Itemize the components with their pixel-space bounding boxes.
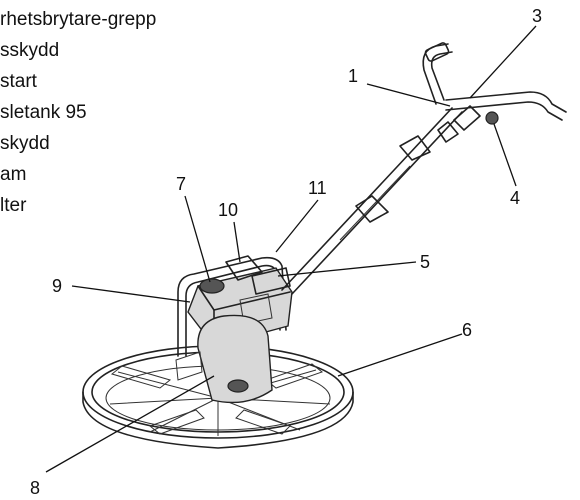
leader-lines — [45, 25, 537, 473]
legend-line-4: sletank 95 — [0, 102, 87, 123]
callout-11: 11 — [308, 178, 327, 198]
callout-1: 1 — [348, 66, 358, 86]
callout-5: 5 — [420, 252, 430, 272]
callout-3: 3 — [532, 6, 542, 26]
legend-line-1: rhetsbrytare-grepp — [0, 9, 157, 30]
handle-assembly — [281, 42, 567, 295]
legend-line-6: am — [0, 164, 27, 185]
callout-9: 9 — [52, 276, 62, 296]
legend-line-3: start — [0, 71, 37, 92]
callout-7: 7 — [176, 174, 186, 194]
callout-6: 6 — [462, 320, 472, 340]
callout-10: 10 — [218, 200, 238, 220]
legend-line-2: sskydd — [0, 40, 60, 61]
parts-legend: rhetsbrytare-grepp sskydd start sletank … — [0, 0, 240, 240]
throttle-knob-icon — [485, 111, 499, 125]
gearbox-housing — [175, 314, 273, 404]
pitch-control-icon — [355, 195, 389, 223]
callout-4: 4 — [510, 188, 520, 208]
legend-line-5: skydd — [0, 133, 50, 154]
callout-8: 8 — [30, 478, 40, 498]
legend-line-7: lter — [0, 195, 27, 216]
fuel-cap-icon — [199, 278, 225, 294]
